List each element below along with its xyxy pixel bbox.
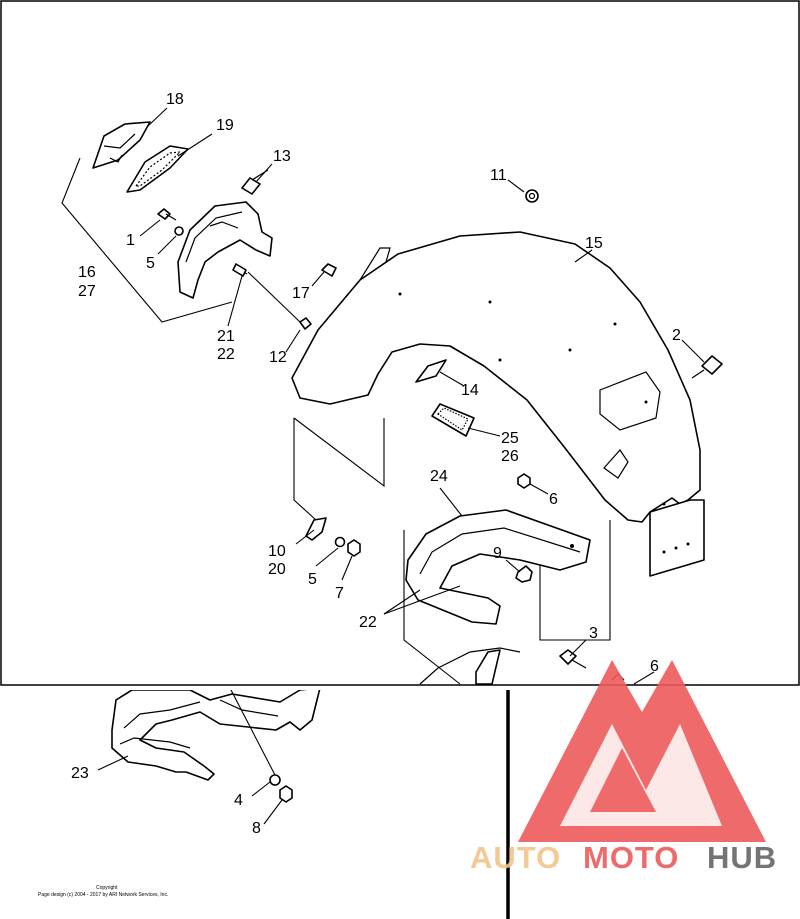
callout-13: 13: [273, 148, 291, 165]
callout-4: 4: [234, 792, 243, 809]
callout-10: 10: [268, 543, 286, 560]
callout-24: 24: [430, 468, 448, 485]
leader-lines: [97, 107, 705, 825]
frame-outline: [293, 417, 385, 488]
part-8-nut: [279, 785, 293, 803]
assembly-line: [247, 271, 301, 323]
diagram-frame: [0, 0, 800, 686]
callout-8: 8: [252, 820, 261, 837]
callout-6-lower: 6: [650, 658, 659, 675]
watermark-word-hub: HUB: [707, 840, 777, 875]
callout-12: 12: [269, 349, 287, 366]
part-19-trim-strip: [126, 145, 189, 193]
callout-14: 14: [461, 382, 479, 399]
part-4-washer: [269, 774, 281, 786]
callout-23: 23: [71, 765, 89, 782]
part-16-27-seat-bracket: [177, 201, 273, 299]
part-24-support-bracket: [405, 509, 591, 625]
callout-15: 15: [585, 235, 603, 252]
callout-labels: 18 19 13 1 5 16 27 21 22 12 17 11 15 2 1…: [71, 91, 681, 837]
callout-3: 3: [589, 625, 598, 642]
callout-16: 16: [78, 264, 96, 281]
part-25-26-badge: [431, 403, 475, 437]
callout-7: 7: [335, 585, 344, 602]
callout-21: 21: [217, 328, 235, 345]
callout-20: 20: [268, 561, 286, 578]
assembly-line-lower: [229, 687, 276, 776]
callout-5-mid: 5: [308, 571, 317, 588]
callout-9: 9: [493, 545, 502, 562]
watermark-word-auto: AUTO: [470, 840, 561, 875]
callout-1-top: 1: [126, 232, 135, 249]
callout-22-lower: 22: [359, 614, 377, 631]
part-21-22-pin: [232, 263, 248, 277]
part-12-bushing: [299, 317, 312, 330]
part-14-reflector: [415, 359, 447, 383]
callout-27: 27: [78, 283, 96, 300]
watermark-word-moto: MOTO: [583, 840, 679, 875]
part-17-nut: [321, 263, 337, 277]
part-1-screw-top: [157, 208, 177, 221]
group-bracket-16-27: [61, 157, 233, 323]
callout-22-top: 22: [217, 346, 235, 363]
callout-11: 11: [490, 167, 507, 184]
callout-18: 18: [166, 91, 184, 108]
part-15-rear-fender: [291, 231, 705, 577]
callout-26: 26: [501, 448, 519, 465]
callout-19: 19: [216, 117, 234, 134]
callout-17: 17: [292, 285, 310, 302]
part-5-washer-top: [174, 226, 184, 236]
frame-outline-left: [293, 418, 317, 521]
automotohub-watermark: AUTO MOTO HUB: [470, 660, 777, 875]
part-2-bolt: [691, 355, 723, 379]
callout-2: 2: [672, 327, 681, 344]
copyright-notice: Page design (c) 2004 - 2017 by ARI Netwo…: [38, 892, 168, 898]
callout-5-top: 5: [146, 255, 155, 272]
copyright-label: Copyright: [96, 885, 118, 891]
callout-25: 25: [501, 430, 519, 447]
callout-6-upper: 6: [549, 491, 558, 508]
part-11-bushing: [525, 189, 539, 203]
part-5-washer-mid: [334, 536, 346, 548]
frame-outline-mid: [403, 530, 461, 685]
bracket-tab: [475, 649, 501, 685]
part-18-rail: [92, 121, 151, 169]
wheel-arc: [419, 647, 521, 685]
frame-outline-right: [539, 520, 611, 641]
part-23-luggage-rack: [111, 687, 321, 781]
part-7-nut: [347, 539, 361, 557]
part-10-20-clip: [305, 517, 327, 541]
part-9-nut: [515, 565, 533, 583]
part-6-nut-upper: [517, 473, 531, 489]
